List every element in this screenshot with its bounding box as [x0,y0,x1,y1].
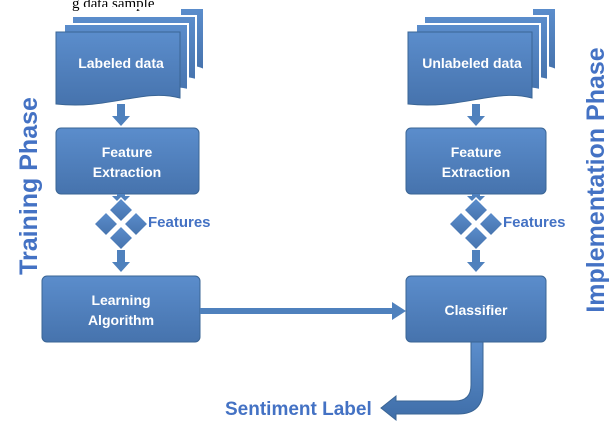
implementation-phase-label: Implementation Phase [582,47,610,312]
feature-extraction-line1-training: Feature [102,144,153,160]
learning-algorithm-box: Learning Algorithm [41,275,201,343]
arrow-features-to-classifier [467,250,485,272]
learning-algorithm-line1: Learning [91,292,150,308]
arrow-unlabeled-to-extraction [467,104,485,126]
feature-extraction-line2-implementation: Extraction [442,164,510,180]
unlabeled-data-documents: Unlabeled data [407,7,557,106]
features-icon-training [92,196,150,252]
caption-fragment: g data sample [72,0,155,12]
labeled-data-documents: Labeled data [55,7,205,106]
labeled-data-label: Labeled data [78,55,164,71]
feature-extraction-line1-implementation: Feature [451,144,502,160]
arrow-labeled-to-extraction [112,104,130,126]
arrow-classifier-to-output [380,341,484,422]
feature-extraction-box-training: Feature Extraction [55,127,200,195]
features-label-training: Features [148,214,211,231]
feature-extraction-line2-training: Extraction [93,164,161,180]
arrow-features-to-learning [112,250,130,272]
classifier-box: Classifier [405,275,547,343]
training-phase-label: Training Phase [15,97,43,275]
sentiment-label-output: Sentiment Label [225,399,372,420]
feature-extraction-box-implementation: Feature Extraction [405,127,547,195]
classifier-label: Classifier [444,302,508,318]
arrow-learning-to-classifier [200,302,406,320]
learning-algorithm-line2: Algorithm [88,312,154,328]
unlabeled-data-label: Unlabeled data [422,55,522,71]
features-label-implementation: Features [503,214,566,231]
features-icon-implementation [447,196,505,252]
